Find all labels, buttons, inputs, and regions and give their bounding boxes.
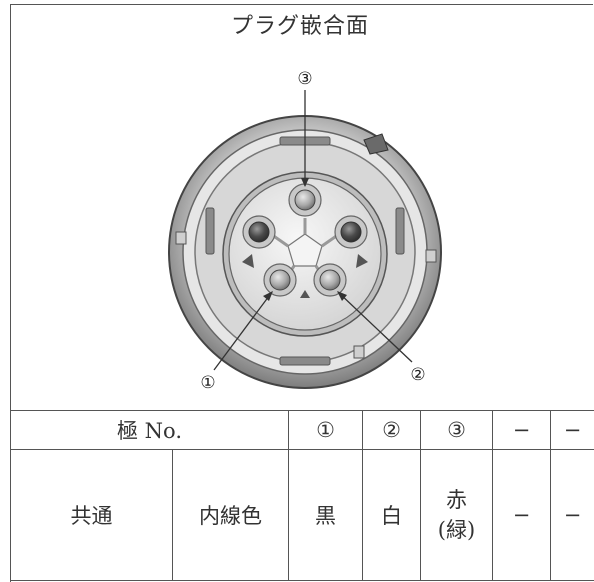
- wire-color-5: −: [550, 449, 594, 581]
- wire-color-2: 白: [362, 449, 421, 581]
- wire-color-3: 赤 (緑): [420, 449, 493, 581]
- polarizing-mark: [356, 254, 368, 268]
- bayonet-slot: [279, 356, 331, 366]
- pin-header-1: ①: [288, 410, 363, 450]
- pin-assignment-table: 極 No. ① ② ③ − − 共通 内線色 黒 白 赤 (緑) − −: [10, 410, 594, 581]
- outer-frame: [10, 4, 593, 582]
- callout-line-1: [213, 291, 273, 371]
- page-title: プラグ嵌合面: [230, 14, 369, 39]
- table-row: 共通 内線色 黒 白 赤 (緑) − −: [10, 449, 594, 581]
- polarizing-mark: [242, 254, 254, 268]
- ring-lug: [425, 249, 437, 263]
- ring-lug: [175, 231, 187, 245]
- pin-header-2: ②: [362, 410, 421, 450]
- wire-color-4: −: [492, 449, 551, 581]
- callout-2: ②: [410, 365, 425, 385]
- pin-header-3: ③: [420, 410, 493, 450]
- callout-1: ①: [200, 373, 215, 393]
- center-key: [287, 233, 323, 267]
- contact-3: [288, 183, 322, 217]
- wire-color-1: 黒: [288, 449, 363, 581]
- pin-header-5: −: [550, 410, 594, 450]
- table-header-row: 極 No. ① ② ③ − −: [10, 410, 594, 450]
- contact-left-upper: [242, 215, 276, 249]
- bayonet-slot: [395, 207, 405, 255]
- connector-diagram: ③ ① ②: [10, 40, 594, 410]
- callout-line-2: [337, 291, 413, 363]
- group-cell: 共通: [10, 449, 173, 581]
- plug-face-drawing: ③ ① ②: [168, 69, 442, 393]
- pole-number-header: 極 No.: [10, 410, 289, 450]
- coding-key: [363, 133, 389, 155]
- bayonet-slot: [205, 207, 215, 255]
- contact-right-upper: [334, 215, 368, 249]
- wire-color-label: 内線色: [172, 449, 289, 581]
- ring-lug: [353, 345, 365, 359]
- contact-1: [263, 263, 297, 297]
- pin-header-4: −: [492, 410, 551, 450]
- wire-color-3-primary: 赤: [446, 488, 467, 512]
- polarizing-mark: [300, 290, 310, 298]
- contact-2: [313, 263, 347, 297]
- wire-color-3-alt: (緑): [437, 518, 476, 542]
- callout-3: ③: [297, 69, 312, 89]
